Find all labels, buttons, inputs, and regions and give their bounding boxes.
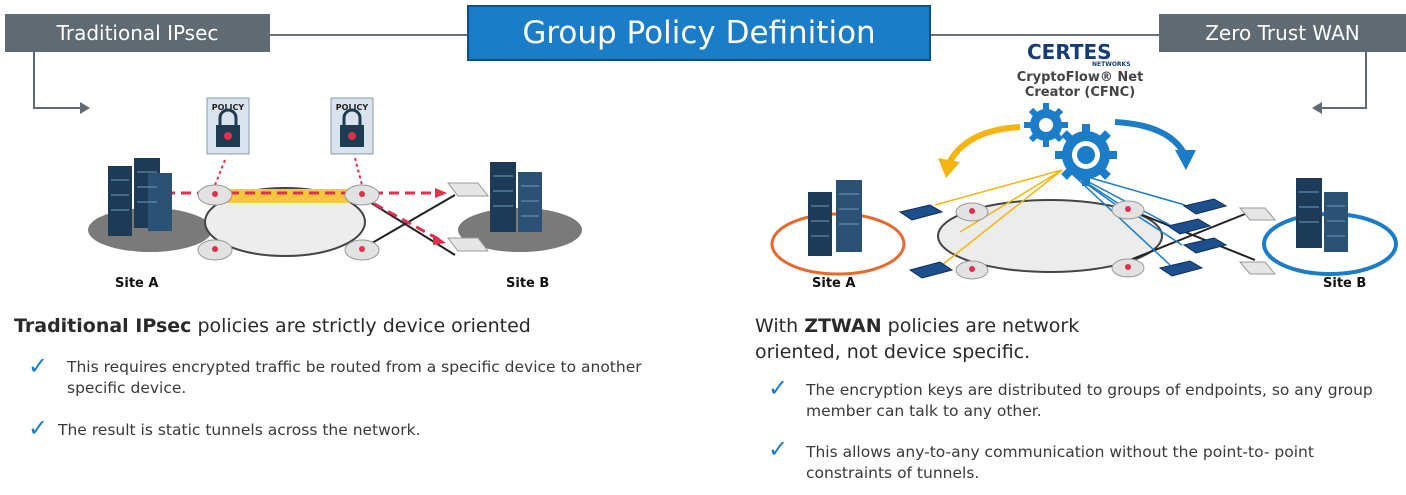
page-title: Group Policy Definition (467, 5, 931, 61)
left-heading-rest: policies are strictly device oriented (191, 315, 531, 337)
left-site-a-label: Site A (115, 276, 159, 291)
left-heading-bold: Traditional IPsec (14, 315, 192, 337)
right-site-b-label: Site B (1323, 276, 1367, 291)
check-icon: ✓ (768, 374, 789, 402)
right-heading-pre: With (755, 315, 805, 337)
check-icon: ✓ (28, 414, 49, 442)
cfnc-line-2: Creator (CFNC) (1024, 85, 1136, 100)
check-icon: ✓ (768, 435, 789, 463)
check-icon: ✓ (28, 352, 49, 380)
policy-lock-icon-2: POLICY (330, 97, 374, 155)
header-line-right (931, 34, 1159, 36)
header-line-left (270, 34, 467, 36)
right-site-a-label: Site A (812, 276, 856, 291)
policy-lock-icon-1: POLICY (206, 97, 250, 155)
right-bullet-2: This allows any-to-any communication wit… (806, 443, 1314, 482)
left-site-b-label: Site B (506, 276, 550, 291)
cfnc-line-1: CryptoFlow® Net (1016, 70, 1144, 85)
svg-text:POLICY: POLICY (336, 103, 369, 112)
certes-logo: CERTES (1027, 40, 1112, 64)
traditional-ipsec-label: Traditional IPsec (5, 14, 270, 52)
gear-icon (1024, 103, 1117, 186)
certes-logo-sub: NETWORKS (1092, 61, 1131, 68)
right-heading-rest: policies are network oriented, not devic… (755, 315, 1086, 363)
left-bullet-1: This requires encrypted traffic be route… (67, 358, 642, 397)
right-heading-bold: ZTWAN (804, 315, 882, 337)
zero-trust-wan-label: Zero Trust WAN (1159, 14, 1406, 52)
right-bullet-1: The encryption keys are distributed to g… (806, 381, 1373, 420)
left-bullet-2: The result is static tunnels across the … (58, 421, 421, 439)
right-heading: With ZTWAN policies are network oriented… (755, 313, 1115, 365)
left-heading: Traditional IPsec policies are strictly … (14, 313, 714, 339)
svg-text:POLICY: POLICY (212, 103, 245, 112)
cfnc-title: CryptoFlow® Net Creator (CFNC) (1010, 70, 1150, 100)
